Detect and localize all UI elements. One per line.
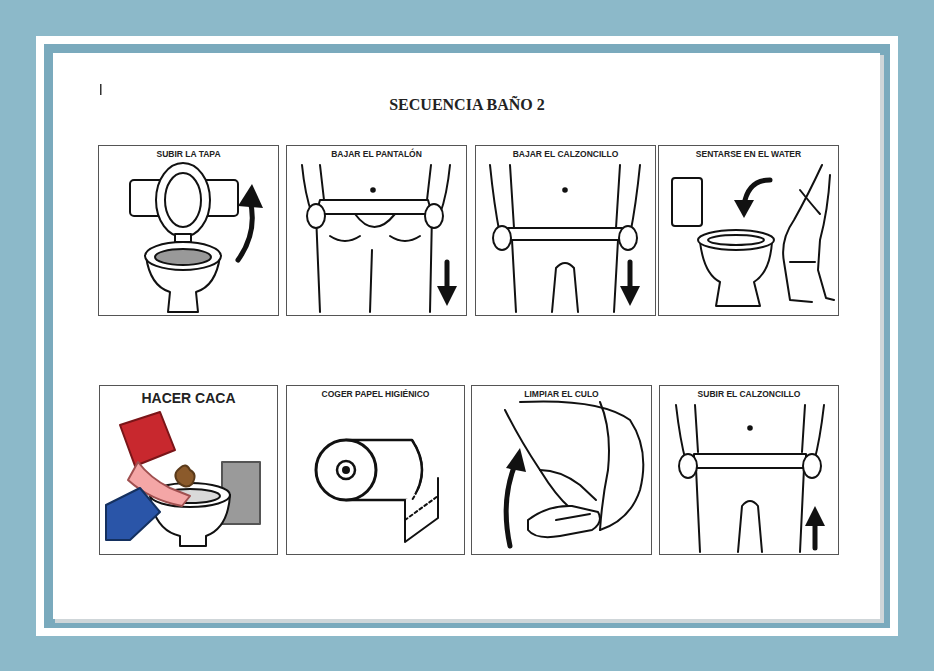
inner-frame: [44, 44, 890, 628]
pictogram-card: BAJAR EL PANTALÓN: [286, 145, 467, 316]
step-label: HACER CACA: [100, 390, 277, 406]
sit-down-picture: [672, 165, 834, 306]
step-label: BAJAR EL CALZONCILLO: [476, 150, 655, 160]
pictogram-card: COGER PAPEL HIGIÉNICO: [286, 385, 465, 555]
pictogram-card: SUBIR LA TAPA: [98, 145, 279, 316]
step-label: LIMPIAR EL CULO: [472, 390, 651, 400]
step-label: COGER PAPEL HIGIÉNICO: [287, 390, 464, 400]
pictogram-card: SUBIR EL CALZONCILLO: [659, 385, 839, 555]
pictogram-card: SENTARSE EN EL WATER: [658, 145, 839, 316]
lid-up-picture: [130, 163, 263, 312]
step-label: SUBIR EL CALZONCILLO: [660, 390, 838, 400]
sheet-title: SECUENCIA BAÑO 2: [0, 96, 934, 114]
pictogram-card: HACER CACA: [99, 385, 278, 555]
wiping-picture: [505, 401, 643, 546]
white-band: [36, 36, 898, 636]
cursor-mark: [100, 84, 102, 95]
underwear-down-picture: [490, 165, 640, 312]
pictogram-card: BAJAR EL CALZONCILLO: [475, 145, 656, 316]
page: [53, 53, 880, 619]
underwear-up-picture: [676, 405, 825, 552]
step-label: SUBIR LA TAPA: [99, 150, 278, 160]
poop-picture: [106, 412, 260, 546]
step-label: BAJAR EL PANTALÓN: [287, 150, 466, 160]
pants-down-picture: [302, 165, 457, 312]
step-label: SENTARSE EN EL WATER: [659, 150, 838, 160]
toilet-roll-picture: [316, 440, 438, 542]
pictogram-card: LIMPIAR EL CULO: [471, 385, 652, 555]
